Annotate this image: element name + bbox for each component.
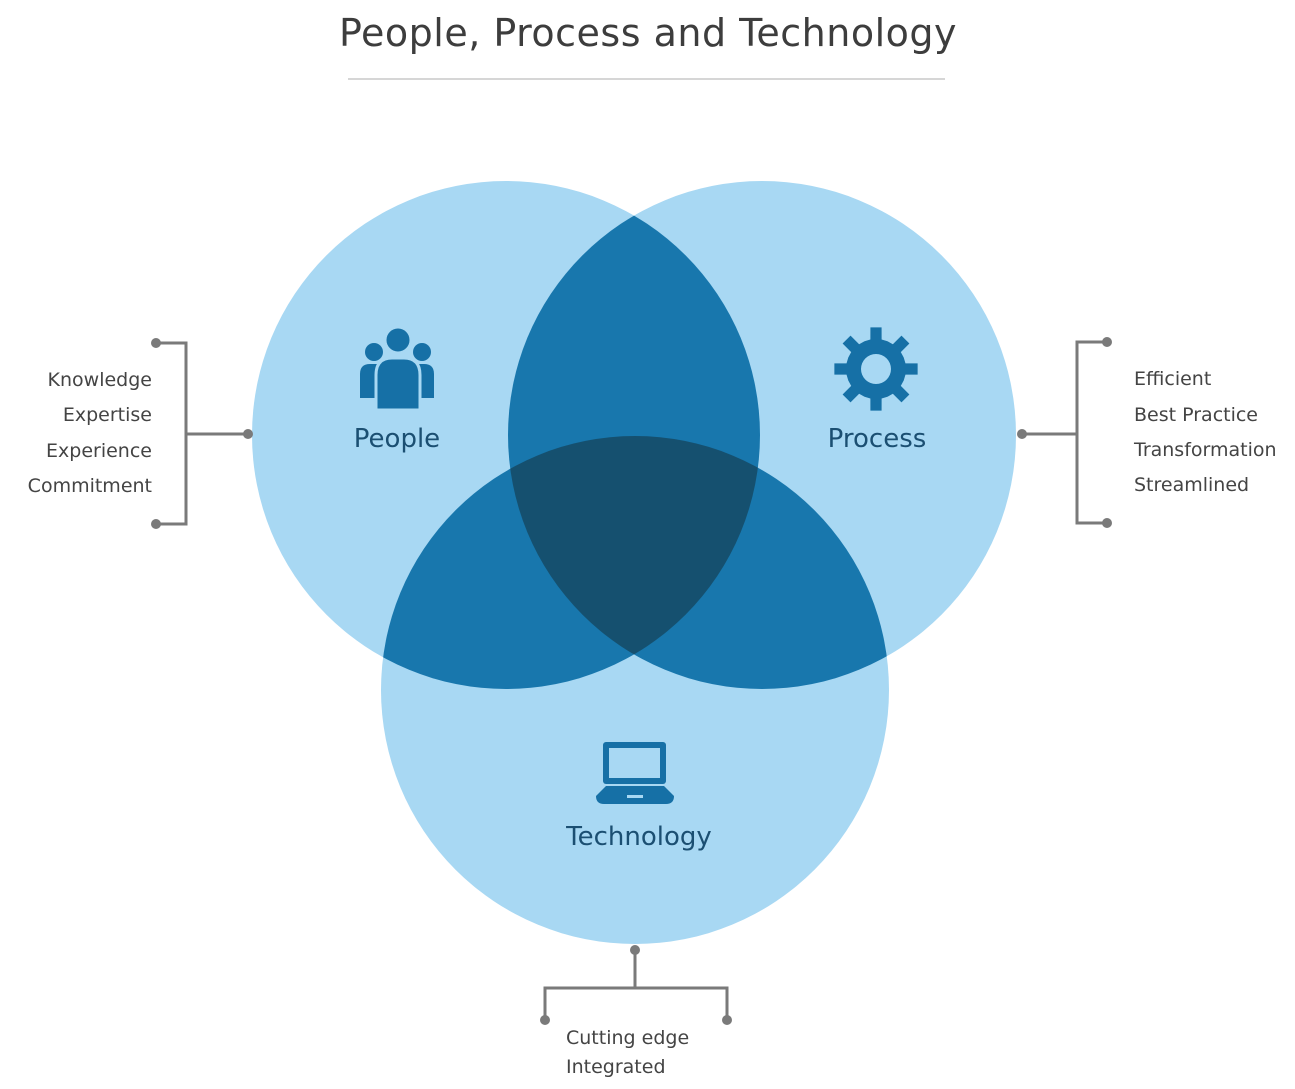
technology-label: Technology — [565, 822, 712, 852]
diagram-title: People, Process and Technology — [339, 11, 957, 55]
process-label: Process — [828, 424, 927, 454]
technology-bracket — [540, 945, 732, 1025]
people-label: People — [354, 424, 440, 454]
process-item: Streamlined — [1134, 474, 1249, 496]
laptop-icon — [596, 742, 674, 804]
process-item: Efficient — [1134, 368, 1211, 390]
people-item: Commitment — [28, 475, 152, 497]
technology-item: Cutting edge — [566, 1027, 689, 1049]
process-item: Transformation — [1133, 439, 1277, 461]
people-item: Expertise — [63, 404, 152, 426]
overlap-process-technology — [508, 436, 889, 689]
gear-icon — [834, 327, 918, 411]
people-bracket — [151, 338, 253, 529]
process-item: Best Practice — [1134, 404, 1258, 426]
people-item: Knowledge — [48, 369, 152, 391]
overlap-people-technology — [381, 436, 760, 689]
technology-item: Integrated — [566, 1056, 666, 1078]
process-bracket — [1017, 337, 1112, 528]
people-item: Experience — [46, 440, 152, 462]
people-icon — [360, 325, 434, 412]
